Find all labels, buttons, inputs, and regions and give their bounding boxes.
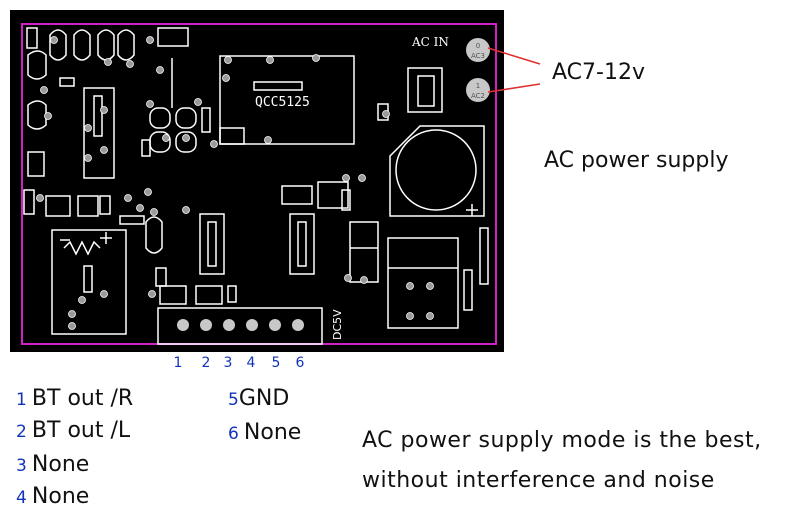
chip [219, 55, 355, 145]
legend-num: 1 [16, 390, 27, 410]
voltage-callout: AC7-12v [552, 60, 645, 85]
pointer-line-2 [487, 83, 541, 93]
legend-item: 4 None [16, 484, 89, 509]
trimmer-component [51, 229, 127, 335]
note-line-1: AC power supply mode is the best, [362, 428, 762, 453]
legend-num: 2 [16, 422, 27, 442]
svg-text:AC2: AC2 [471, 92, 485, 100]
pin-number-4: 4 [246, 355, 256, 371]
pin-number-1: 1 [173, 355, 183, 371]
svg-text:AC3: AC3 [471, 52, 485, 60]
connector-6pin [157, 307, 323, 345]
board-background [10, 10, 504, 352]
test-points [36, 36, 434, 330]
note-line-2: without interference and noise [362, 468, 715, 493]
pin-number-3: 3 [223, 355, 233, 371]
legend-text: GND [238, 386, 290, 411]
legend-num: 3 [16, 456, 27, 476]
svg-text:1: 1 [476, 82, 480, 90]
legend-item: 3 None [16, 452, 89, 477]
pcb-board: QCC5125 AC IN 0 AC3 1 AC2 DC5V [10, 10, 504, 352]
legend-item: 1 BT out /R [16, 386, 133, 411]
legend-num: 4 [16, 488, 27, 508]
ac-in-label: AC IN [411, 35, 449, 49]
legend-text: None [243, 420, 302, 445]
legend-num: 5 [228, 390, 239, 410]
center-components [149, 27, 379, 305]
pin-number-6: 6 [295, 355, 305, 371]
legend-text: BT out /R [31, 386, 134, 411]
pointer-line-1 [487, 47, 541, 65]
pin-number-2: 2 [201, 355, 211, 371]
legend-text: BT out /L [31, 418, 131, 443]
legend-num: 6 [228, 424, 239, 444]
pin-number-5: 5 [271, 355, 281, 371]
legend-text: None [31, 452, 90, 477]
legend-text: None [31, 484, 90, 509]
svg-text:0: 0 [476, 42, 480, 50]
left-components [23, 27, 167, 287]
legend-item: 5GND [228, 386, 289, 411]
chip-label: QCC5125 [255, 95, 310, 110]
legend-item: 6 None [228, 420, 301, 445]
legend-item: 2 BT out /L [16, 418, 130, 443]
supply-callout: AC power supply [544, 148, 729, 173]
connector-label: DC5V [331, 309, 344, 340]
ac-terminal-2: 1 AC2 [466, 78, 490, 102]
callout-pointers [487, 47, 541, 93]
ac-terminal-1: 0 AC3 [466, 38, 490, 62]
